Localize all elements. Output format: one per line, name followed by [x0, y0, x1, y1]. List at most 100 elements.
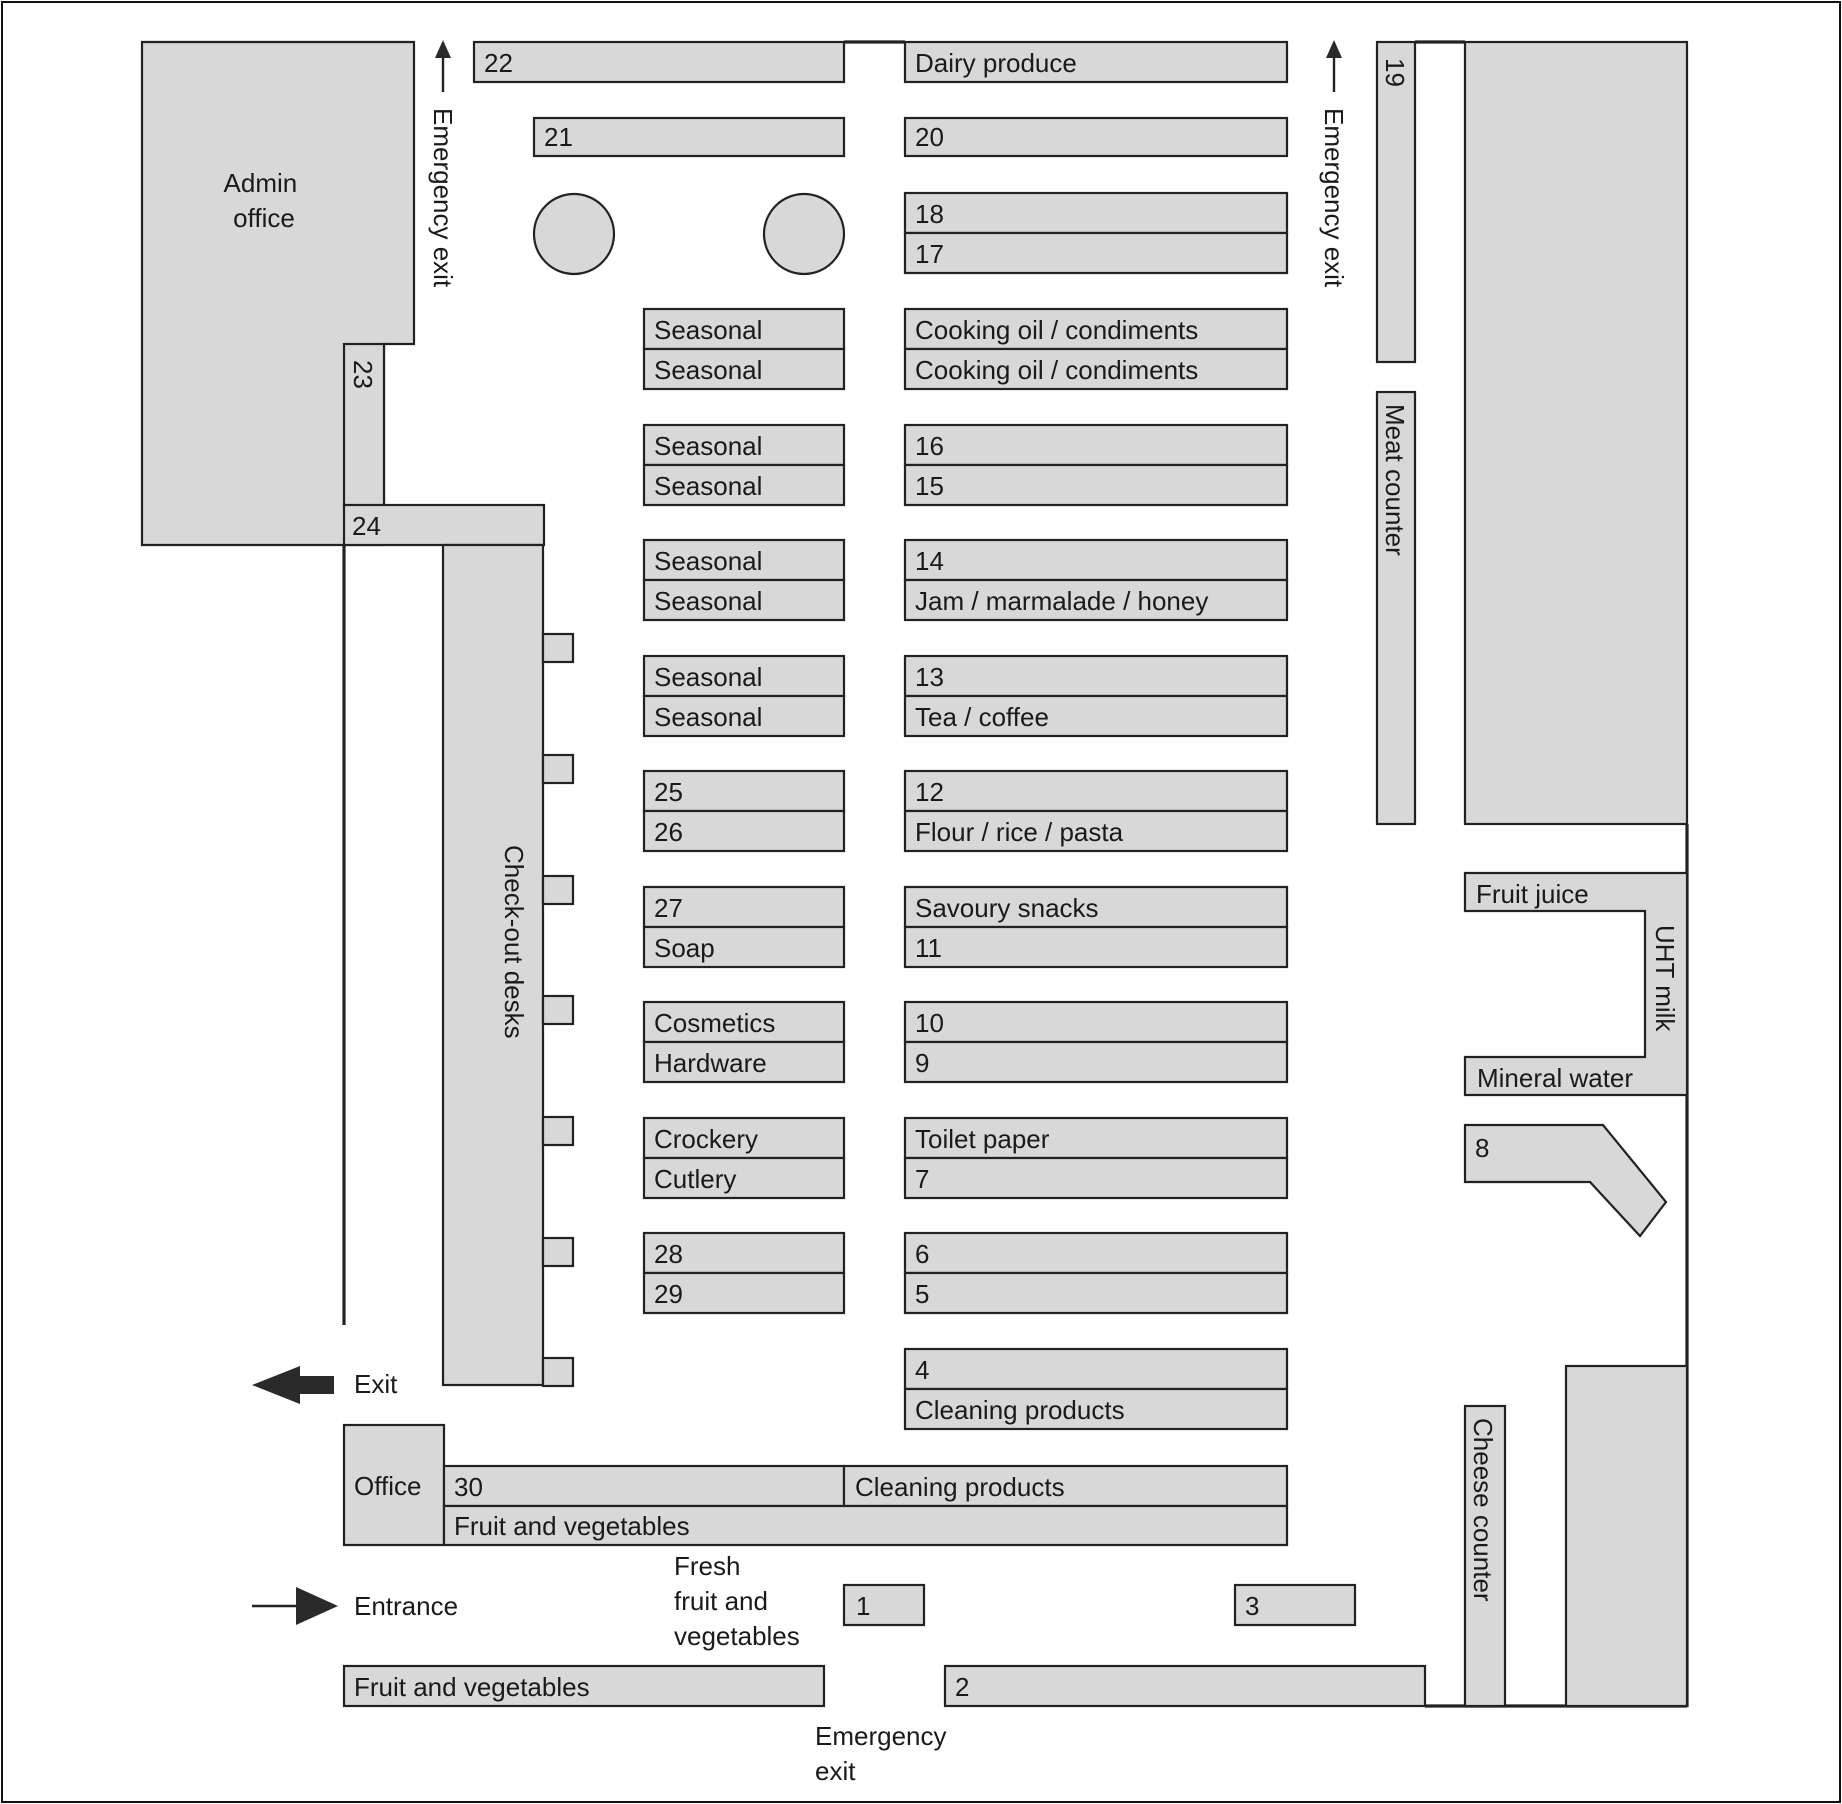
left-aisle-shelf-label: Seasonal: [654, 355, 762, 385]
shelf-22-label: 22: [484, 48, 513, 78]
right-aisle-shelf-label: 16: [915, 431, 944, 461]
right-aisle-shelf: [903, 1271, 1289, 1315]
admin-office-line-2: office: [233, 203, 295, 233]
right-aisle-shelf-label: 10: [915, 1008, 944, 1038]
fruit-veg-lower-shelf: Fruit and vegetables: [342, 1664, 826, 1708]
meat-counter-label: Meat counter: [1380, 404, 1410, 556]
left-aisle-shelf-label: 28: [654, 1239, 683, 1269]
left-aisle-shelf: [642, 1271, 846, 1315]
shelf-3: 3: [1233, 1583, 1357, 1627]
round-display-right: [762, 192, 846, 276]
shelf-23-label: 23: [348, 360, 378, 389]
shelf-23: 23: [342, 342, 386, 509]
left-aisle-shelf-label: Crockery: [654, 1124, 758, 1154]
right-aisle-shelf-label: Toilet paper: [915, 1124, 1050, 1154]
right-aisle-shelf: [903, 694, 1289, 738]
emergency-exit-bottom-line-2: exit: [815, 1756, 856, 1786]
right-aisle-unit-9: Toilet paper 7: [903, 1116, 1289, 1200]
cheese-counter-label: Cheese counter: [1468, 1418, 1498, 1602]
fruit-veg-lower-label: Fruit and vegetables: [354, 1672, 590, 1702]
checkout-desks: Check-out desks: [441, 543, 545, 1387]
left-aisle-shelf: [642, 769, 846, 813]
right-aisle-shelf: [903, 1000, 1289, 1044]
left-aisle: SeasonalSeasonalSeasonalSeasonalSeasonal…: [642, 307, 846, 1315]
right-aisle-shelf-label: 15: [915, 471, 944, 501]
left-aisle-shelf-label: Soap: [654, 933, 715, 963]
right-aisle-shelf: [903, 578, 1289, 622]
left-aisle-shelf: [642, 463, 846, 507]
fruit-veg-upper-shelf: Fruit and vegetables: [442, 1504, 1289, 1547]
shelf-8: 8: [1463, 1123, 1668, 1238]
right-aisle-shelf-label: 4: [915, 1355, 929, 1385]
emergency-exit-bottom-line-1: Emergency: [815, 1721, 947, 1751]
uht-milk-label: UHT milk: [1650, 925, 1680, 1032]
right-aisle-shelf-label: 11: [915, 933, 942, 963]
shelf-dairy: Dairy produce: [903, 40, 1289, 84]
left-aisle-shelf-label: 25: [654, 777, 683, 807]
left-aisle-shelf-label: 26: [654, 817, 683, 847]
right-aisle-shelf: [903, 925, 1289, 969]
shelf-20: 20: [903, 116, 1289, 158]
shelf-30-cleaning: 30 Cleaning products: [442, 1464, 1289, 1508]
checkout-till-3: [541, 874, 575, 906]
right-aisle-shelf: [903, 885, 1289, 929]
cleaning-products-bottom-label: Cleaning products: [855, 1472, 1065, 1502]
left-aisle-shelf: [642, 307, 846, 351]
right-aisle-unit-8: 109: [903, 1000, 1289, 1084]
right-aisle-shelf-label: Savoury snacks: [915, 893, 1099, 923]
left-aisle-shelf-label: Hardware: [654, 1048, 767, 1078]
left-aisle-shelf-label: 27: [654, 893, 683, 923]
right-aisle-shelf: [903, 769, 1289, 813]
emergency-exit-right: Emergency exit: [1319, 40, 1349, 288]
shelf-1: 1: [842, 1583, 926, 1627]
dairy-produce-label: Dairy produce: [915, 48, 1077, 78]
shelf-24-label: 24: [352, 511, 381, 541]
right-aisle-shelf-label: 6: [915, 1239, 929, 1269]
left-aisle-shelf: [642, 578, 846, 622]
exit-marker: Exit: [252, 1366, 398, 1404]
mineral-water-label: Mineral water: [1477, 1063, 1633, 1093]
left-aisle-shelf: [642, 1156, 846, 1200]
shelf-21-label: 21: [544, 122, 573, 152]
right-aisle-shelf: [903, 1116, 1289, 1160]
right-aisle-shelf: [903, 1040, 1289, 1084]
left-aisle-shelf: [642, 347, 846, 391]
left-aisle-shelf-label: 29: [654, 1279, 683, 1309]
right-aisle-shelf: [903, 809, 1289, 853]
right-aisle-shelf: [903, 1231, 1289, 1275]
shelf-2-label: 2: [955, 1672, 969, 1702]
right-aisle-shelf: [903, 538, 1289, 582]
left-aisle-shelf: [642, 1000, 846, 1044]
shelf-30-label: 30: [454, 1472, 483, 1502]
checkout-till-6: [541, 1236, 575, 1268]
right-aisle-shelf-label: 13: [915, 662, 944, 692]
checkout-till-7: [541, 1356, 575, 1388]
office-label: Office: [354, 1471, 421, 1501]
entrance-marker: Entrance: [252, 1587, 458, 1625]
left-aisle-shelf-label: Seasonal: [654, 586, 762, 616]
meat-counter: Meat counter: [1375, 390, 1417, 826]
shelf-20-label: 20: [915, 122, 944, 152]
right-aisle-shelf: [903, 463, 1289, 507]
shelf-24: 24: [342, 503, 546, 547]
exit-label: Exit: [354, 1369, 398, 1399]
cheese-counter: Cheese counter: [1463, 1404, 1507, 1708]
right-aisle-shelf-label: 7: [915, 1164, 929, 1194]
right-aisle-unit-10: 65: [903, 1231, 1289, 1315]
right-aisle-shelf: [903, 1387, 1289, 1431]
left-aisle-shelf: [642, 694, 846, 738]
left-aisle-shelf: [642, 1040, 846, 1084]
shelf-19: 19: [1375, 40, 1417, 364]
right-aisle-shelf-label: 12: [915, 777, 944, 807]
left-aisle-shelf-label: Seasonal: [654, 471, 762, 501]
